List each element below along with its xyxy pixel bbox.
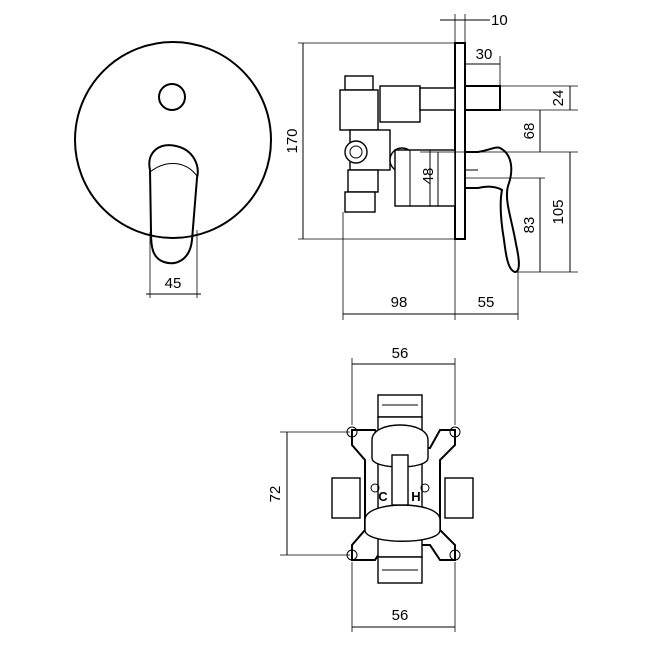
dim-spout-depth: 30 xyxy=(476,46,493,63)
dim-handle-total: 105 xyxy=(550,199,567,224)
cover-plate xyxy=(74,41,272,239)
dim-spout-height: 24 xyxy=(550,90,567,107)
plan-view: C H 56 72 56 xyxy=(267,345,474,632)
dim-axis-to-spout: 68 xyxy=(521,123,538,140)
side-view: 10 30 170 24 68 48 83 105 98 55 xyxy=(284,12,578,320)
dim-top-offset: 10 xyxy=(491,12,508,29)
lever-side-profile xyxy=(465,146,520,274)
lever-handle xyxy=(148,144,199,265)
dim-handle-offset: 48 xyxy=(420,168,437,185)
dim-axis-to-handle-end: 83 xyxy=(521,217,538,234)
port-label-hot: H xyxy=(411,489,420,504)
front-view: 45 xyxy=(74,41,272,298)
dim-body-depth: 98 xyxy=(391,294,408,311)
dim-overall-height: 170 xyxy=(284,128,301,153)
spout xyxy=(464,85,501,111)
wall-plate xyxy=(454,42,466,240)
port-label-cold: C xyxy=(378,489,388,504)
dim-body-top-width: 56 xyxy=(392,345,409,362)
dim-body-bottom-width: 56 xyxy=(392,607,409,624)
dim-body-height: 72 xyxy=(267,486,284,503)
dim-front-width: 45 xyxy=(165,275,182,292)
lever-inner-line xyxy=(149,163,198,177)
dim-handle-projection: 55 xyxy=(478,294,495,311)
diverter-knob xyxy=(158,83,186,111)
